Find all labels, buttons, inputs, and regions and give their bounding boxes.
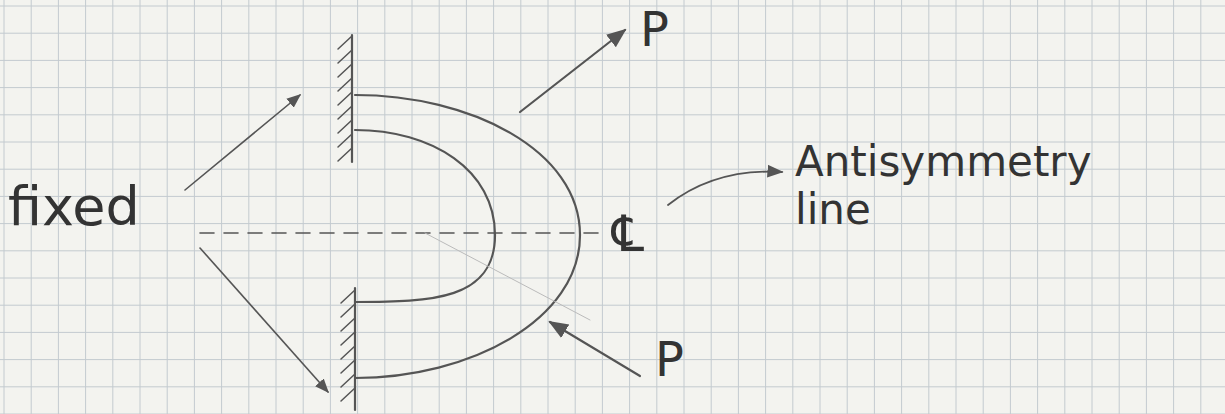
hatch-line: [341, 332, 355, 345]
centerline-symbol: ℄: [612, 206, 644, 264]
grid-line: [0, 386, 1225, 387]
grid-line: [357, 0, 358, 414]
hatch-line: [338, 50, 352, 63]
load-arrow: [520, 30, 625, 112]
leader-arrow: [200, 248, 328, 392]
grid-line: [520, 0, 521, 414]
grid-line: [330, 0, 331, 414]
load-label: P: [655, 332, 684, 387]
construction-line: [425, 233, 590, 320]
leader-arrow: [668, 172, 782, 205]
grid-line: [439, 0, 440, 414]
grid-line: [792, 0, 793, 414]
grid-line: [983, 0, 984, 414]
grid-line: [0, 305, 1225, 306]
grid-line: [0, 196, 1225, 197]
hatch-line: [338, 78, 352, 91]
grid-line: [738, 0, 739, 414]
wall-hatching: [341, 290, 355, 401]
hatch-line: [338, 148, 352, 161]
grid-line: [1010, 0, 1011, 414]
grid-line: [194, 0, 195, 414]
grid-line: [1146, 0, 1147, 414]
grid-line: [711, 0, 712, 414]
load-arrow: [550, 322, 640, 376]
hatch-line: [338, 106, 352, 119]
grid-line: [493, 0, 494, 414]
grid-line: [1119, 0, 1120, 414]
grid-line: [1092, 0, 1093, 414]
grid-line: [466, 0, 467, 414]
grid-line: [0, 87, 1225, 88]
inner-curve: [355, 130, 495, 302]
grid-line: [0, 114, 1225, 115]
grid-line: [928, 0, 929, 414]
fixed-wall: [351, 35, 353, 162]
wall-hatching: [338, 36, 352, 161]
grid-line: [1064, 0, 1065, 414]
grid-line: [765, 0, 766, 414]
grid-line: [276, 0, 277, 414]
axis-note: Antisymmetry line: [795, 138, 1070, 235]
grid-line: [1200, 0, 1201, 414]
grid-line: [221, 0, 222, 414]
hatch-line: [341, 290, 355, 303]
hatch-line: [341, 318, 355, 331]
hatch-line: [338, 120, 352, 133]
hatch-line: [341, 304, 355, 317]
hatch-line: [338, 92, 352, 105]
hatch-line: [341, 388, 355, 401]
grid-line: [0, 332, 1225, 333]
leader-arrow: [185, 95, 300, 190]
grid-line: [0, 6, 1225, 7]
grid-line: [248, 0, 249, 414]
hatch-line: [341, 374, 355, 387]
grid-line: [1173, 0, 1174, 414]
hatch-line: [341, 346, 355, 359]
grid-line: [1037, 0, 1038, 414]
outer-curve: [355, 95, 580, 378]
grid-line: [548, 0, 549, 414]
grid-line: [384, 0, 385, 414]
support-note: fixed: [8, 176, 140, 238]
grid-line: [0, 33, 1225, 34]
center-line: [200, 232, 602, 234]
grid-line: [4, 0, 5, 414]
hatch-line: [338, 64, 352, 77]
grid-line: [412, 0, 413, 414]
grid-line: [167, 0, 168, 414]
fixed-wall: [354, 288, 356, 410]
hatch-line: [341, 360, 355, 373]
grid-line: [956, 0, 957, 414]
grid-line: [0, 60, 1225, 61]
load-label: P: [640, 2, 669, 57]
hatch-line: [338, 134, 352, 147]
grid-line: [901, 0, 902, 414]
hatch-line: [338, 36, 352, 49]
grid-line: [874, 0, 875, 414]
grid-line: [303, 0, 304, 414]
grid-line: [0, 278, 1225, 279]
grid-line: [602, 0, 603, 414]
